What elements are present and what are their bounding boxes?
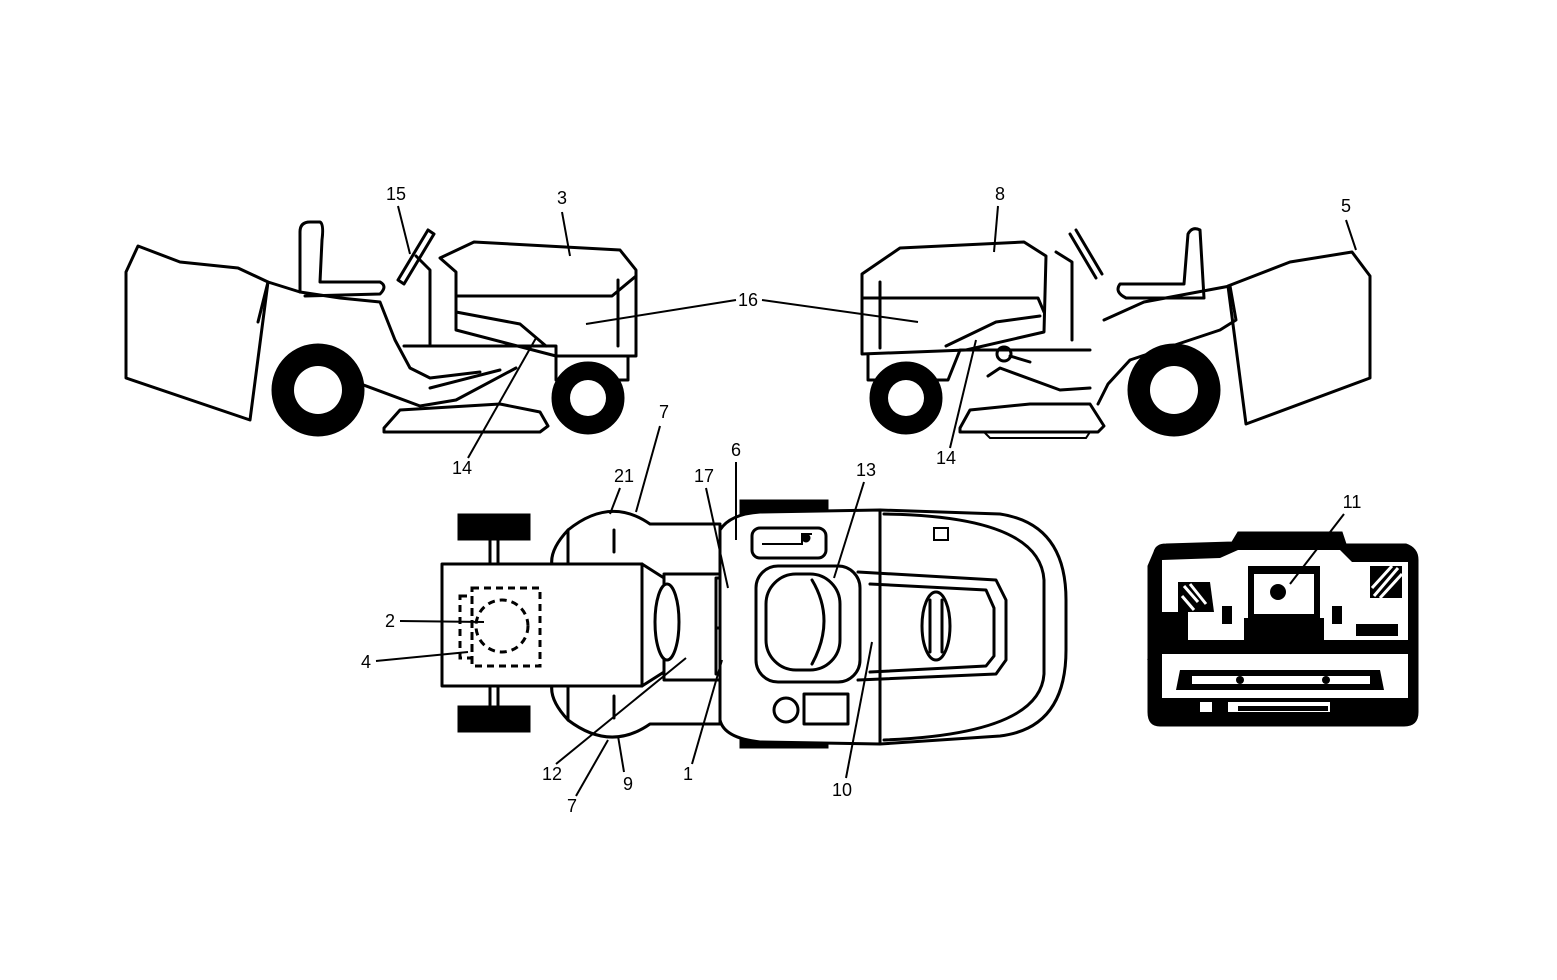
seat-left — [298, 220, 386, 298]
callout-7-top: 7 — [659, 402, 669, 422]
callout-7-bottom: 7 — [567, 796, 577, 816]
frame-left — [402, 344, 630, 382]
callout-labels: 15 3 14 16 8 5 14 7 21 17 6 13 2 4 12 7 … — [361, 184, 1361, 816]
seat-right — [1116, 227, 1206, 300]
callout-9: 9 — [623, 774, 633, 794]
callout-6: 6 — [731, 440, 741, 460]
hood-left — [438, 240, 638, 358]
grass-bag-left — [124, 244, 270, 422]
fuel-cap-top — [920, 590, 952, 662]
front-wheel-top-upper — [457, 513, 531, 541]
top-view-tractor — [440, 499, 1068, 749]
callout-8: 8 — [995, 184, 1005, 204]
callout-13: 13 — [856, 460, 876, 480]
seat-top — [754, 564, 862, 684]
callout-15: 15 — [386, 184, 406, 204]
front-wheel-top-lower — [457, 705, 531, 733]
callout-12: 12 — [542, 764, 562, 784]
steering-wheel-right — [1068, 228, 1104, 280]
callout-4: 4 — [361, 652, 371, 672]
frame-right — [866, 348, 1092, 382]
grass-bag-right — [1226, 250, 1372, 426]
callout-11: 11 — [1343, 492, 1362, 512]
callout-leaders — [375, 205, 1357, 797]
callout-21: 21 — [614, 466, 634, 486]
rear-fender-left — [256, 280, 482, 380]
mower-deck-right — [958, 402, 1106, 434]
callout-2: 2 — [385, 611, 395, 631]
right-side-view-tractor — [860, 227, 1372, 439]
mower-deck-left — [382, 402, 550, 434]
callout-5: 5 — [1341, 196, 1351, 216]
callout-1: 1 — [683, 764, 693, 784]
callout-3: 3 — [557, 188, 567, 208]
dash-decal-panel — [1147, 531, 1419, 727]
callout-10: 10 — [832, 780, 852, 800]
steering-wheel-top — [653, 582, 681, 662]
rear-fender-right — [1096, 284, 1238, 406]
callout-17: 17 — [694, 466, 714, 486]
callout-14-right: 14 — [936, 448, 956, 468]
left-side-view-tractor — [124, 220, 638, 437]
callout-16: 16 — [738, 290, 758, 310]
callout-14-left: 14 — [452, 458, 472, 478]
